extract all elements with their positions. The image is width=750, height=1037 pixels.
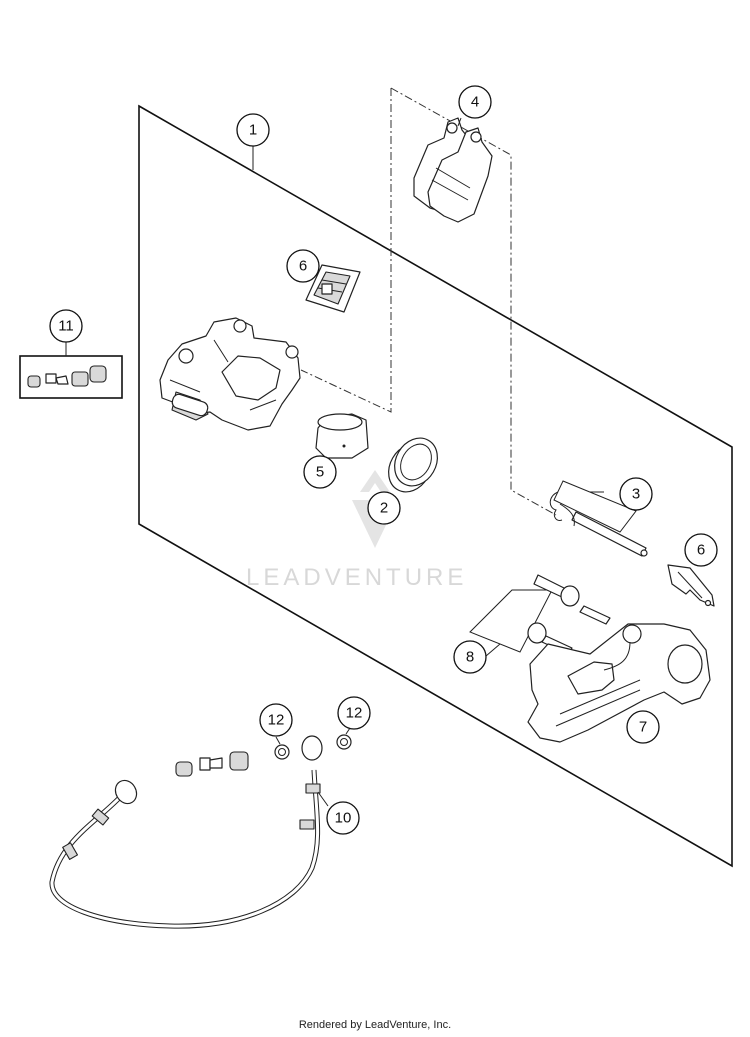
pad-spring-upper (305, 264, 361, 313)
callout-5: 5 (303, 455, 337, 489)
svg-text:6: 6 (697, 542, 705, 559)
brake-caliper (159, 317, 301, 431)
svg-text:3: 3 (632, 486, 640, 503)
callout-1: 1 (236, 113, 270, 147)
sealing-washers (274, 734, 352, 760)
brake-line (49, 735, 329, 929)
piston-seals (388, 437, 438, 493)
callout-8: 8 (453, 640, 487, 674)
caliper-bracket (527, 623, 711, 743)
banjo-fittings (175, 751, 249, 777)
svg-text:8: 8 (466, 649, 474, 666)
svg-text:12: 12 (268, 712, 285, 729)
callout-12-right: 12 (337, 696, 371, 730)
svg-text:12: 12 (346, 705, 363, 722)
footer-credit: Rendered by LeadVenture, Inc. (298, 1019, 452, 1031)
svg-text:7: 7 (639, 719, 647, 736)
svg-text:6: 6 (299, 258, 307, 275)
brake-piston (315, 413, 369, 459)
svg-text:10: 10 (335, 810, 352, 827)
bleeder-kit (19, 342, 123, 399)
svg-text:1: 1 (249, 122, 257, 139)
svg-text:5: 5 (316, 464, 324, 481)
callout-3: 3 (619, 477, 653, 511)
callout-leaders (252, 117, 604, 745)
brake-pads (413, 117, 493, 223)
svg-text:2: 2 (380, 500, 388, 517)
svg-text:4: 4 (471, 94, 479, 111)
watermark-text: LEADVENTURE (246, 564, 467, 591)
callout-7: 7 (626, 710, 660, 744)
svg-text:11: 11 (58, 318, 74, 335)
callout-6-lower: 6 (684, 533, 718, 567)
callout-6-upper: 6 (286, 249, 320, 283)
callout-12-left: 12 (259, 703, 293, 737)
pad-pin-set (549, 480, 648, 557)
callout-2: 2 (367, 491, 401, 525)
pad-spring-lower (667, 564, 715, 607)
callout-11: 11 (49, 309, 83, 343)
callout-4: 4 (458, 85, 492, 119)
callout-10: 10 (326, 801, 360, 835)
